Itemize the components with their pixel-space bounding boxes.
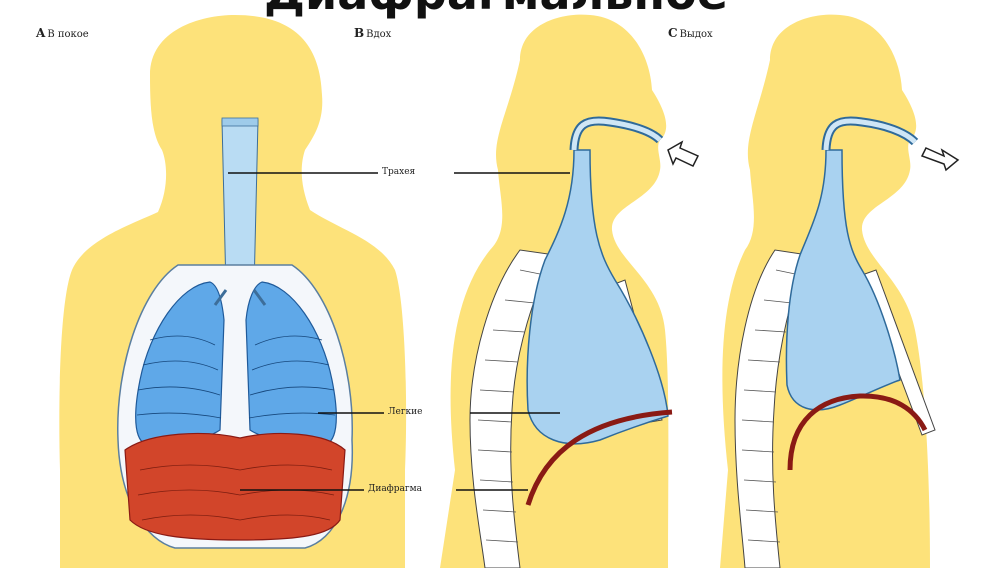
label-diaphragm: Диафрагма (368, 484, 422, 494)
panel-a-figure (59, 15, 406, 568)
panel-a-diaphragm (125, 434, 345, 540)
panel-c-figure (720, 15, 958, 568)
panel-c-airflow-arrow (922, 148, 958, 170)
panel-b-airflow-arrow (668, 142, 698, 166)
panel-b-figure (440, 15, 698, 568)
label-trachea: Трахея (382, 167, 415, 177)
label-lungs: Легкие (388, 407, 423, 417)
